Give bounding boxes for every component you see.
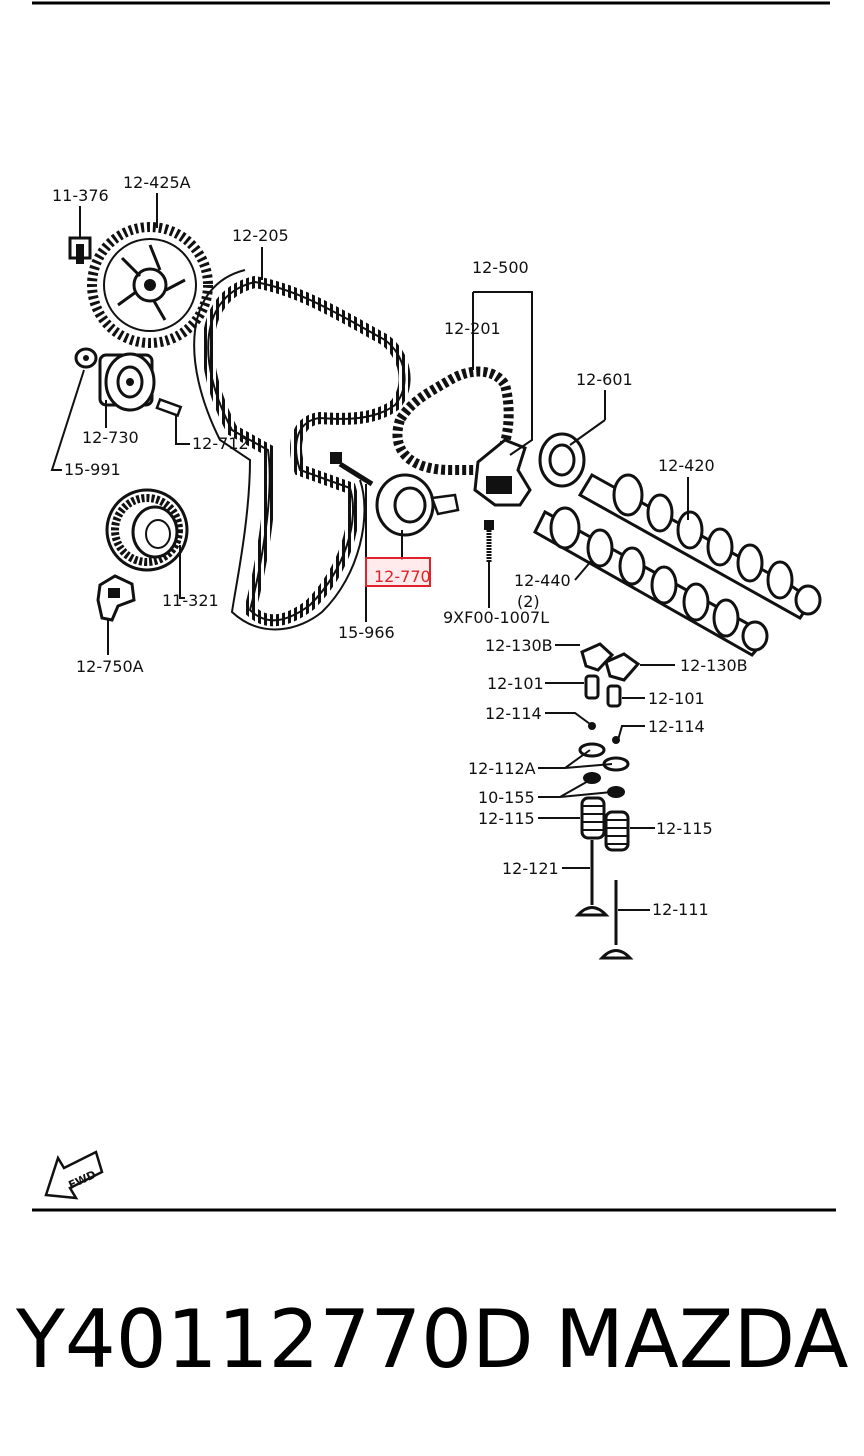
- rocker-arms: [580, 642, 641, 682]
- label-12-205: 12-205: [232, 226, 289, 245]
- lash-adjusters: [584, 674, 622, 708]
- nut-15-991: [74, 347, 98, 369]
- camshaft-pulley: [87, 222, 213, 348]
- part-number: Y40112770D: [16, 1293, 534, 1386]
- label-12-712: 12-712: [192, 434, 249, 453]
- valves: [574, 840, 634, 960]
- label-12-500: 12-500: [472, 258, 529, 277]
- label-9xf00-1007l: 9XF00-1007L: [443, 608, 549, 627]
- label-12-770: 12-770: [374, 567, 431, 586]
- label-11-376: 11-376: [52, 186, 109, 205]
- leader-lines: [50, 193, 689, 911]
- label-12-201: 12-201: [444, 319, 501, 338]
- label-15-966: 15-966: [338, 623, 395, 642]
- crankshaft-pulley: [105, 488, 189, 572]
- label-12-440-qty: (2): [517, 592, 540, 611]
- label-12-420: 12-420: [658, 456, 715, 475]
- brand-name: MAZDA: [555, 1293, 849, 1386]
- label-12-130b-right: 12-130B: [680, 656, 748, 675]
- label-12-115-right: 12-115: [656, 819, 713, 838]
- label-12-115-left: 12-115: [478, 809, 535, 828]
- pulley-bolt: [68, 236, 92, 264]
- label-12-425a: 12-425A: [123, 173, 191, 192]
- label-12-601: 12-601: [576, 370, 633, 389]
- stud-12-712: [155, 397, 183, 418]
- label-10-155: 10-155: [478, 788, 535, 807]
- label-15-991: 15-991: [64, 460, 121, 479]
- valve-keepers: [588, 722, 620, 744]
- label-12-112a: 12-112A: [468, 759, 536, 778]
- label-12-130b-left: 12-130B: [485, 636, 553, 655]
- label-12-440: 12-440: [514, 571, 571, 590]
- label-12-114-right: 12-114: [648, 717, 705, 736]
- label-12-101-right: 12-101: [648, 689, 705, 708]
- valve-springs: [580, 796, 630, 852]
- forward-arrow-icon: FWD: [44, 1150, 104, 1200]
- label-12-730: 12-730: [82, 428, 139, 447]
- part-labels: 11-376 12-425A 12-205 12-500 12-201 12-6…: [52, 173, 748, 919]
- highlight-box: [365, 557, 431, 587]
- oil-seal: [538, 432, 586, 488]
- belt-tensioner: [375, 473, 460, 537]
- idler-pulley: [98, 352, 156, 412]
- label-12-111: 12-111: [652, 900, 709, 919]
- intake-camshaft: [533, 506, 769, 657]
- label-11-321: 11-321: [162, 591, 219, 610]
- label-12-101-left: 12-101: [487, 674, 544, 693]
- label-12-750a: 12-750A: [76, 657, 144, 676]
- label-12-114-left: 12-114: [485, 704, 542, 723]
- position-sensor: [96, 574, 136, 622]
- timing-belt: [193, 269, 411, 631]
- exhaust-camshaft: [577, 472, 822, 620]
- label-12-121: 12-121: [502, 859, 559, 878]
- caption: Y40112770D MAZDA: [0, 1290, 864, 1400]
- timing-chain: [392, 366, 514, 475]
- chain-tensioner: [473, 438, 532, 507]
- bolt-9xf00: [484, 520, 494, 562]
- bolt-15-966: [330, 452, 374, 487]
